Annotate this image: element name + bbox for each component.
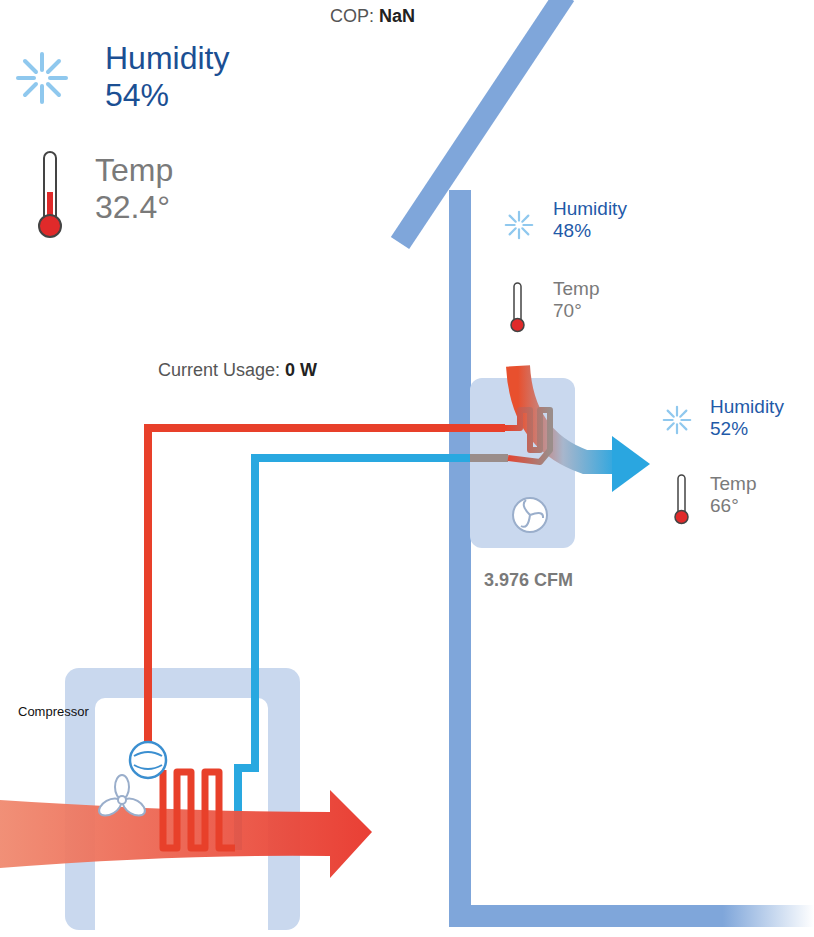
temperature-reading: Temp 66° [710, 473, 756, 517]
usage-value: 0 W [285, 360, 317, 381]
humidity-reading: Humidity 54% [105, 40, 229, 114]
airflow-value: 3.976 CFM [484, 570, 573, 591]
humidity-reading: Humidity 48% [553, 198, 627, 242]
cop-value: NaN [379, 6, 415, 27]
humidity-reading: Humidity 52% [710, 396, 784, 440]
thermometer-icon [39, 152, 688, 524]
usage-label: Current Usage: [158, 360, 280, 381]
outdoor-unit-box: Compressor [65, 668, 300, 930]
refrigerant-line [255, 458, 470, 668]
refrigerant-line [148, 428, 470, 668]
outdoor-unit [0, 668, 372, 937]
temperature-reading: Temp 32.4° [95, 152, 173, 226]
temperature-reading: Temp 70° [553, 278, 599, 322]
cop-label: COP: [330, 6, 374, 27]
air-handler [470, 366, 650, 548]
house-floor [449, 905, 814, 927]
part-name: Compressor [18, 704, 89, 719]
air-handler-box: 3.976 CFM [470, 378, 575, 548]
